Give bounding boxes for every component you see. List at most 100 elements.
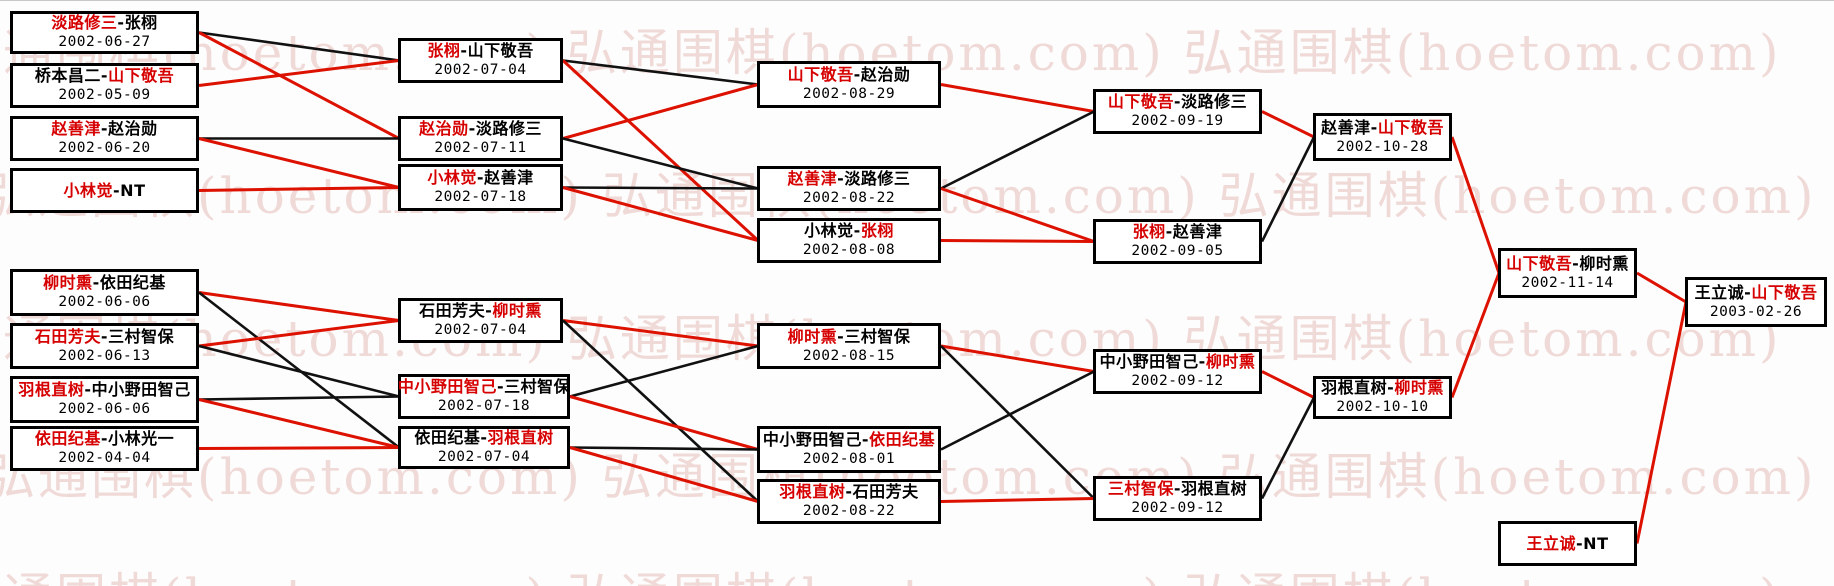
link-D3-E2 [940,239,1095,243]
player-name: 王立诚 [1526,533,1577,553]
player-name: 羽根直树 [1181,479,1248,499]
link-C5-D5 [569,395,759,451]
link-C2-D1 [562,83,759,140]
player-name: 张栩 [860,221,894,241]
match-players: 羽根直树-中小野田智己 [18,380,190,400]
player-separator: - [853,65,861,85]
player-name: 柳时熏 [492,301,542,321]
match-players: 石田芳夫-柳时熏 [419,301,542,321]
match-players: 王立诚-NT [1527,534,1609,554]
player-name: NT [1583,533,1609,553]
link-B7-C5 [198,395,400,401]
player-name: 中小野田智己 [762,430,862,450]
match-players: 王立诚-山下敬吾 [1695,283,1818,303]
match-players: 赵善津-淡路修三 [788,169,911,189]
link-C5-D4 [569,344,759,398]
player-name: 依田纪基 [34,429,101,449]
match-players: 赵善津-赵治勋 [51,119,157,139]
link-C6-D6 [569,446,759,503]
link-D1-E1 [940,83,1095,113]
match-date: 2002-05-09 [58,87,151,104]
match-players: 依田纪基-小林光一 [35,429,174,449]
match-date: 2003-02-26 [1709,303,1803,320]
match-players: 柳时熏-依田纪基 [43,273,166,293]
match-players: 中小野田智己-柳时熏 [1100,352,1256,372]
link-C1-D3 [561,59,760,242]
match-players: 羽根直树-柳时熏 [1321,378,1444,398]
link-C6-D5 [569,446,759,451]
match-box-B4[interactable]: 小林觉-NT [10,168,199,213]
match-players: 山下敬吾-柳时熏 [1506,254,1629,274]
match-players: 赵治勋-淡路修三 [419,119,542,139]
match-date: 2002-09-05 [1131,243,1224,260]
link-B6-C5 [198,344,400,398]
player-name: 山下敬吾 [1506,253,1573,273]
player-name: 赵治勋 [860,65,911,85]
player-name: 赵治勋 [419,119,469,139]
link-B2-C1 [198,59,400,87]
link-F1-G1 [1450,136,1501,274]
match-date: 2002-08-15 [802,347,896,364]
player-name: 石田芳夫 [34,326,101,346]
match-date: 2002-06-27 [58,34,151,51]
player-separator: - [1387,378,1395,398]
player-name: 淡路修三 [475,119,542,139]
player-separator: - [476,168,485,188]
match-players: 石田芳夫-三村智保 [35,327,174,347]
link-D4-E3 [940,344,1095,373]
match-players: 山下敬吾-赵治勋 [788,65,911,85]
match-date: 2002-04-04 [58,450,151,467]
player-separator: - [853,221,861,241]
player-separator: - [468,119,476,139]
match-players: 三村智保-羽根直树 [1108,479,1247,499]
match-date: 2002-07-04 [434,62,527,79]
player-separator: - [1173,479,1182,499]
player-name: 羽根直树 [779,482,846,502]
player-name: NT [120,180,146,200]
match-box-G2[interactable]: 王立诚-NT [1498,521,1637,566]
player-separator: - [460,41,468,61]
player-name: 三村智保 [844,326,911,346]
link-C4-D6 [562,319,759,503]
player-name: 柳时熏 [1205,352,1256,372]
match-date: 2002-09-12 [1131,500,1224,517]
match-players: 山下敬吾-淡路修三 [1108,92,1247,112]
player-separator: - [1173,92,1182,112]
player-name: 张栩 [124,13,158,33]
link-G1-H1 [1636,271,1687,304]
player-name: 羽根直树 [1321,378,1388,398]
player-name: 桥本昌二 [34,66,101,86]
player-separator: - [100,119,109,139]
link-C2-D2 [562,137,759,190]
player-separator: - [485,301,493,321]
match-date: 2002-10-10 [1336,399,1429,416]
